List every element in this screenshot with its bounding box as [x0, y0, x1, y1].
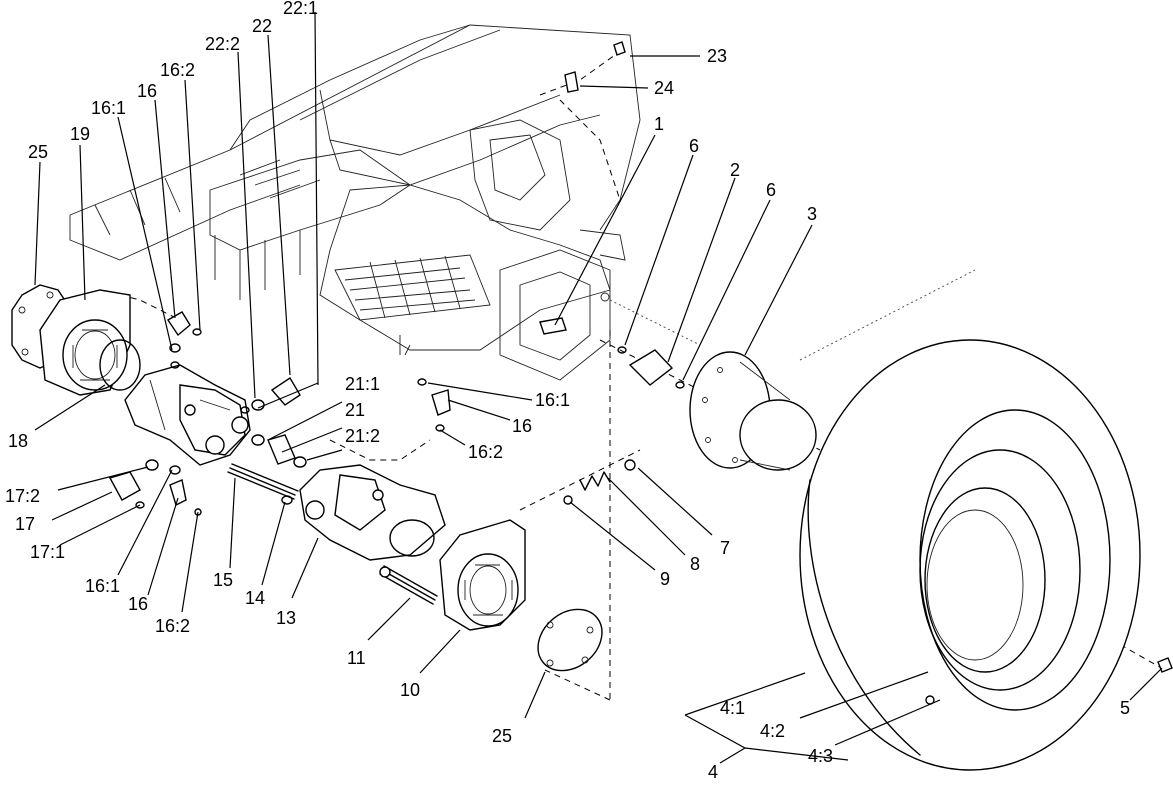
label-4-3: 4:3 — [808, 746, 833, 766]
label-21-1: 21:1 — [345, 374, 380, 394]
label-22-2: 22:2 — [205, 34, 240, 54]
label-4-1: 4:1 — [720, 698, 745, 718]
label-18: 18 — [8, 431, 28, 451]
label-22: 22 — [252, 16, 272, 36]
label-16-1-bottom: 16:1 — [85, 576, 120, 596]
label-6-b: 6 — [766, 180, 776, 200]
machine-frame — [69, 24, 976, 381]
label-13: 13 — [276, 608, 296, 628]
label-16-2-right: 16:2 — [468, 442, 503, 462]
label-19: 19 — [70, 124, 90, 144]
label-1: 1 — [654, 114, 664, 134]
axle-key-1 — [539, 317, 567, 335]
tire-assembly — [799, 339, 1141, 771]
label-16-1-top: 16:1 — [91, 98, 126, 118]
bolt-11 — [379, 565, 438, 605]
label-22-1: 22:1 — [283, 0, 318, 18]
label-17: 17 — [15, 514, 35, 534]
label-2: 2 — [730, 160, 740, 180]
motor-housing-right — [439, 519, 526, 631]
fittings-left — [108, 311, 451, 516]
cover-plate-right — [537, 608, 603, 672]
callout-labels: 23 24 1 6 2 6 3 7 8 9 16:1 16 16:2 21:1 … — [5, 0, 1130, 782]
label-7: 7 — [720, 538, 730, 558]
label-25-left: 25 — [28, 142, 48, 162]
label-16-top: 16 — [137, 81, 157, 101]
label-6-a: 6 — [689, 136, 699, 156]
label-9: 9 — [660, 569, 670, 589]
o-ring-18 — [99, 339, 141, 391]
motor-housing-left — [39, 289, 131, 396]
label-10: 10 — [400, 680, 420, 700]
label-14: 14 — [245, 588, 265, 608]
label-17-1: 17:1 — [30, 542, 65, 562]
clip-24 — [564, 71, 579, 93]
label-16-2-top: 16:2 — [160, 60, 195, 80]
spring-8 — [563, 459, 636, 505]
label-17-2: 17:2 — [5, 486, 40, 506]
hydraulic-motor-center — [299, 464, 446, 561]
bolt-23 — [613, 41, 626, 56]
label-16-bottom: 16 — [128, 594, 148, 614]
wheel-hub-3 — [689, 351, 817, 471]
leader-lines — [34, 11, 1163, 764]
label-24: 24 — [654, 78, 674, 98]
label-15: 15 — [213, 570, 233, 590]
label-21-2: 21:2 — [345, 426, 380, 446]
label-11: 11 — [347, 648, 366, 668]
hydraulic-motor-left — [124, 364, 251, 466]
label-4-2: 4:2 — [760, 721, 785, 741]
label-25-right: 25 — [492, 726, 512, 746]
label-16-right: 16 — [512, 416, 532, 436]
splined-shaft-2 — [617, 346, 685, 389]
label-23: 23 — [707, 46, 727, 66]
label-16-1-right: 16:1 — [535, 390, 570, 410]
label-3: 3 — [807, 204, 817, 224]
label-21: 21 — [345, 400, 365, 420]
bolt-15 — [227, 463, 299, 505]
label-5: 5 — [1120, 698, 1130, 718]
label-4: 4 — [708, 762, 718, 782]
label-16-2-bottom: 16:2 — [155, 616, 190, 636]
label-8: 8 — [690, 554, 700, 574]
